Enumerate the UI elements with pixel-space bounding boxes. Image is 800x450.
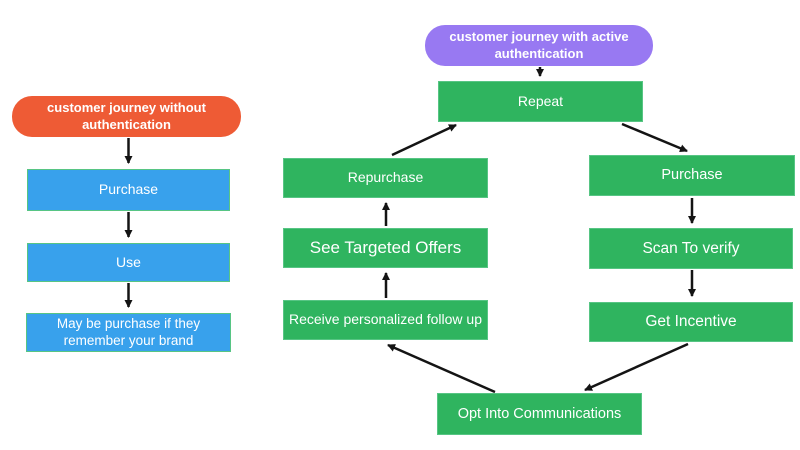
node-receive-personalized-follow-up[interactable]: Receive personalized follow up	[283, 300, 488, 340]
node-use[interactable]: Use	[27, 243, 230, 282]
node-purchase-left[interactable]: Purchase	[27, 169, 230, 211]
arrow-opt-to-receive	[387, 343, 496, 394]
node-repurchase[interactable]: Repurchase	[283, 158, 488, 198]
arrow-incentive-to-opt	[584, 342, 689, 392]
node-maybe-purchase[interactable]: May be purchase if they remember your br…	[26, 313, 231, 352]
left-journey-header[interactable]: customer journey without authentication	[12, 96, 241, 137]
node-scan-to-verify[interactable]: Scan To verify	[589, 228, 793, 269]
right-journey-header[interactable]: customer journey with active authenticat…	[425, 25, 653, 66]
node-repeat[interactable]: Repeat	[438, 81, 643, 122]
arrow-repeat-to-purchase	[621, 122, 688, 153]
node-get-incentive[interactable]: Get Incentive	[589, 302, 793, 342]
node-opt-into-communications[interactable]: Opt Into Communications	[437, 393, 642, 435]
arrow-repurchase-to-repeat	[391, 123, 457, 157]
node-see-targeted-offers[interactable]: See Targeted Offers	[283, 228, 488, 268]
node-purchase-right[interactable]: Purchase	[589, 155, 795, 196]
